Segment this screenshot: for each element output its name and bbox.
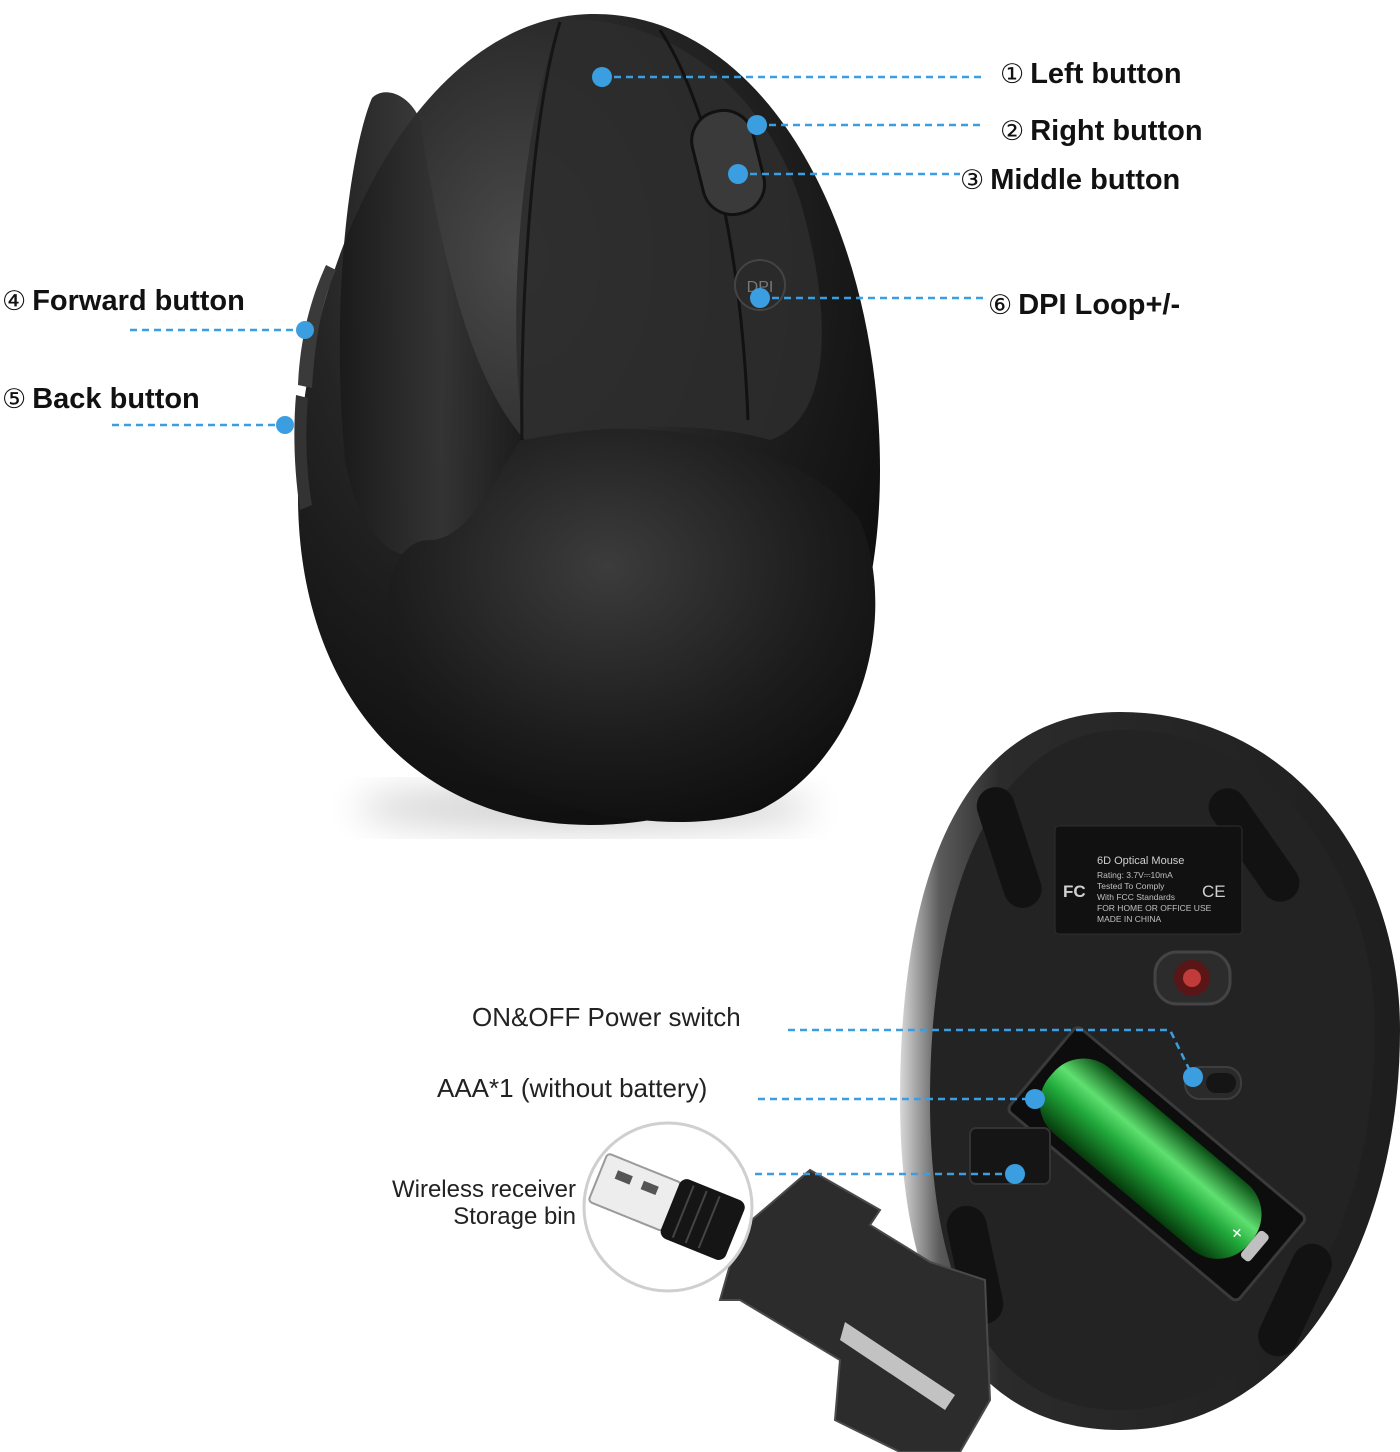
label-back-button-text: Back button <box>32 383 200 415</box>
label-left-button-text: Left button <box>1030 58 1182 90</box>
label-forward-button-number: ④ <box>2 286 27 316</box>
svg-text:With FCC Standards: With FCC Standards <box>1097 892 1175 902</box>
label-middle-button-text: Middle button <box>990 164 1181 196</box>
svg-text:FOR HOME OR OFFICE USE: FOR HOME OR OFFICE USE <box>1097 903 1212 913</box>
label-receiver-line1: Wireless receiver <box>391 1176 576 1203</box>
battery <box>1039 1058 1262 1259</box>
thumb-rest <box>387 428 876 823</box>
side-pad <box>339 92 525 556</box>
label-left-button-number: ① <box>1000 59 1025 89</box>
scroll-wheel <box>690 108 767 217</box>
receiver-illustration <box>582 1121 754 1293</box>
label-power-switch: ON&OFF Power switch <box>472 1002 741 1032</box>
svg-text:Rating: 3.7V⎓10mA: Rating: 3.7V⎓10mA <box>1097 870 1173 880</box>
label-back-button-number: ⑤ <box>2 384 27 414</box>
svg-text:6D Optical Mouse: 6D Optical Mouse <box>1097 855 1184 867</box>
svg-text:MADE IN CHINA: MADE IN CHINA <box>1097 914 1162 924</box>
label-middle-button-number: ③ <box>960 165 985 195</box>
label-right-button-text: Right button <box>1030 115 1203 147</box>
storage-bin <box>969 1127 1051 1185</box>
mouse-top-view: DPI <box>294 13 880 830</box>
callout-dots <box>276 67 1203 1184</box>
label-dpi-loop-number: ⑥ <box>988 290 1013 320</box>
label-forward-button-text: Forward button <box>32 285 245 317</box>
label-dpi-loop-text: DPI Loop+/- <box>1018 289 1181 321</box>
side-back-button <box>294 395 312 510</box>
label-receiver-line2: Storage bin <box>453 1203 576 1230</box>
mouse-bottom-view: 6D Optical Mouse Rating: 3.7V⎓10mA Teste… <box>718 712 1400 1452</box>
side-forward-button <box>298 265 336 388</box>
svg-text:FC: FC <box>1063 882 1086 901</box>
label-battery: AAA*1 (without battery) <box>437 1073 708 1103</box>
svg-text:Tested To Comply: Tested To Comply <box>1097 881 1165 891</box>
label-receiver-storage: Wireless receiver Storage bin <box>360 1176 576 1230</box>
product-label <box>1054 825 1243 935</box>
svg-text:CE: CE <box>1202 882 1226 901</box>
callout-lines <box>112 75 1195 1176</box>
label-right-button-number: ② <box>1000 116 1025 146</box>
main-button-surface <box>516 19 822 440</box>
